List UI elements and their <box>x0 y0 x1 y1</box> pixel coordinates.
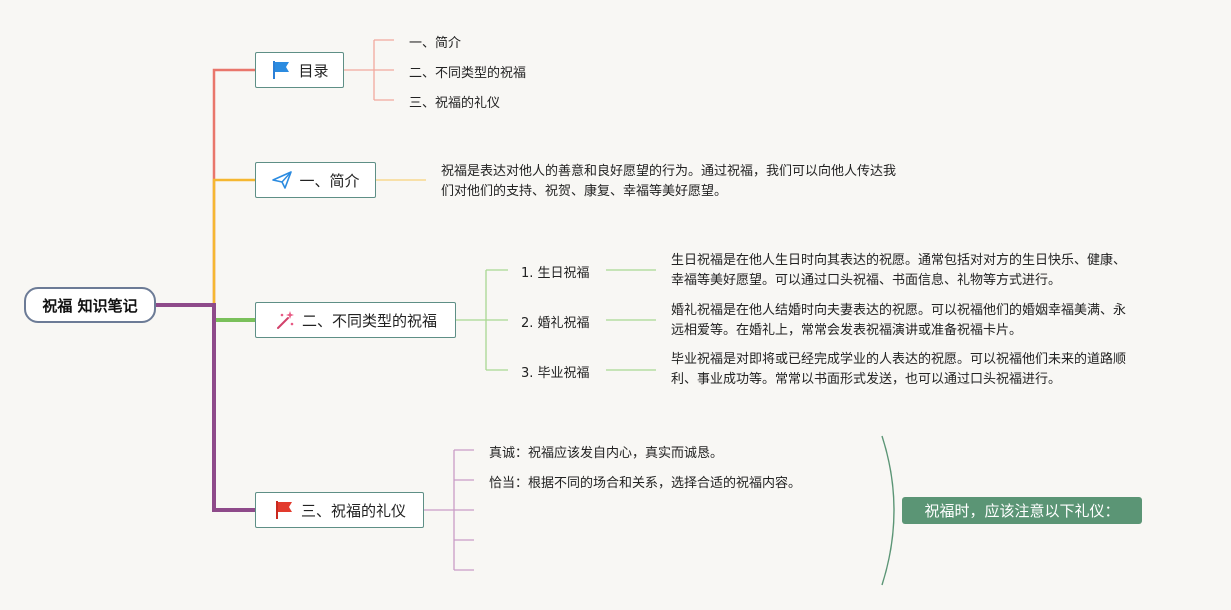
birthday-line-2: 幸福等美好愿望。可以通过口头祝福、书面信息、礼物等方式进行。 <box>671 273 1062 288</box>
etiquette-connector <box>424 449 474 571</box>
graduation-text: 毕业祝福是对即将或已经完成学业的人表达的祝愿。可以祝福他们未来的道路顺 利、事业… <box>671 350 1126 390</box>
root-title: 祝福 知识笔记 <box>42 296 138 315</box>
types-connector <box>456 269 508 371</box>
red-flag-icon <box>275 501 292 519</box>
paper-plane-icon <box>272 171 293 189</box>
etiquette-summary[interactable]: 祝福时，应该注意以下礼仪： <box>902 497 1142 524</box>
branch-line-intro <box>212 178 255 305</box>
types-sub-connectors <box>606 269 656 371</box>
toc-label: 目录 <box>298 61 329 80</box>
summary-brace <box>881 435 895 586</box>
types-node[interactable]: 二、不同类型的祝福 <box>255 302 456 338</box>
wedding-line-1: 婚礼祝福是在他人结婚时向夫妻表达的祝愿。可以祝福他们的婚姻幸福美满、永 <box>671 303 1127 318</box>
toc-item-1[interactable]: 一、简介 <box>409 36 462 51</box>
intro-node[interactable]: 一、简介 <box>255 162 376 198</box>
summary-label: 祝福时，应该注意以下礼仪： <box>924 502 1120 520</box>
intro-text: 祝福是表达对他人的善意和良好愿望的行为。通过祝福，我们可以向他人传达我 们对他们… <box>441 162 896 202</box>
graduation-line-2: 利、事业成功等。常常以书面形式发送，也可以通过口头祝福进行。 <box>671 372 1062 387</box>
intro-label: 一、简介 <box>299 171 360 190</box>
birthday-label[interactable]: 1. 生日祝福 <box>521 266 590 281</box>
branch-line-types <box>156 303 255 322</box>
intro-line-2: 们对他们的支持、祝贺、康复、幸福等美好愿望。 <box>441 184 728 199</box>
birthday-line-1: 生日祝福是在他人生日时向其表达的祝愿。通常包括对对方的生日快乐、健康、 <box>671 253 1127 268</box>
toc-node[interactable]: 目录 <box>255 52 344 88</box>
blue-flag-icon <box>273 61 290 79</box>
etiquette-label: 三、祝福的礼仪 <box>300 501 406 520</box>
toc-item-2[interactable]: 二、不同类型的祝福 <box>409 66 527 81</box>
root-node[interactable]: 祝福 知识笔记 <box>24 287 156 323</box>
intro-line-1: 祝福是表达对他人的善意和良好愿望的行为。通过祝福，我们可以向他人传达我 <box>441 164 897 179</box>
wedding-label[interactable]: 2. 婚礼祝福 <box>521 316 590 331</box>
etiquette-item-2[interactable]: 恰当：根据不同的场合和关系，选择合适的祝福内容。 <box>489 476 802 491</box>
graduation-line-1: 毕业祝福是对即将或已经完成学业的人表达的祝愿。可以祝福他们未来的道路顺 <box>671 352 1127 367</box>
toc-item-3[interactable]: 三、祝福的礼仪 <box>409 96 501 111</box>
etiquette-item-1[interactable]: 真诚：祝福应该发自内心，真实而诚恳。 <box>489 446 724 461</box>
wedding-text: 婚礼祝福是在他人结婚时向夫妻表达的祝愿。可以祝福他们的婚姻幸福美满、永 远相爱等… <box>671 301 1126 341</box>
magic-wand-icon <box>276 311 294 329</box>
branch-line-etiquette <box>156 303 255 512</box>
etiquette-node[interactable]: 三、祝福的礼仪 <box>255 492 424 528</box>
graduation-label[interactable]: 3. 毕业祝福 <box>521 366 590 381</box>
toc-connector <box>344 39 394 101</box>
types-label: 二、不同类型的祝福 <box>301 311 437 330</box>
birthday-text: 生日祝福是在他人生日时向其表达的祝愿。通常包括对对方的生日快乐、健康、 幸福等美… <box>671 251 1126 291</box>
wedding-line-2: 远相爱等。在婚礼上，常常会发表祝福演讲或准备祝福卡片。 <box>671 323 1023 338</box>
branch-line-toc <box>156 68 255 307</box>
